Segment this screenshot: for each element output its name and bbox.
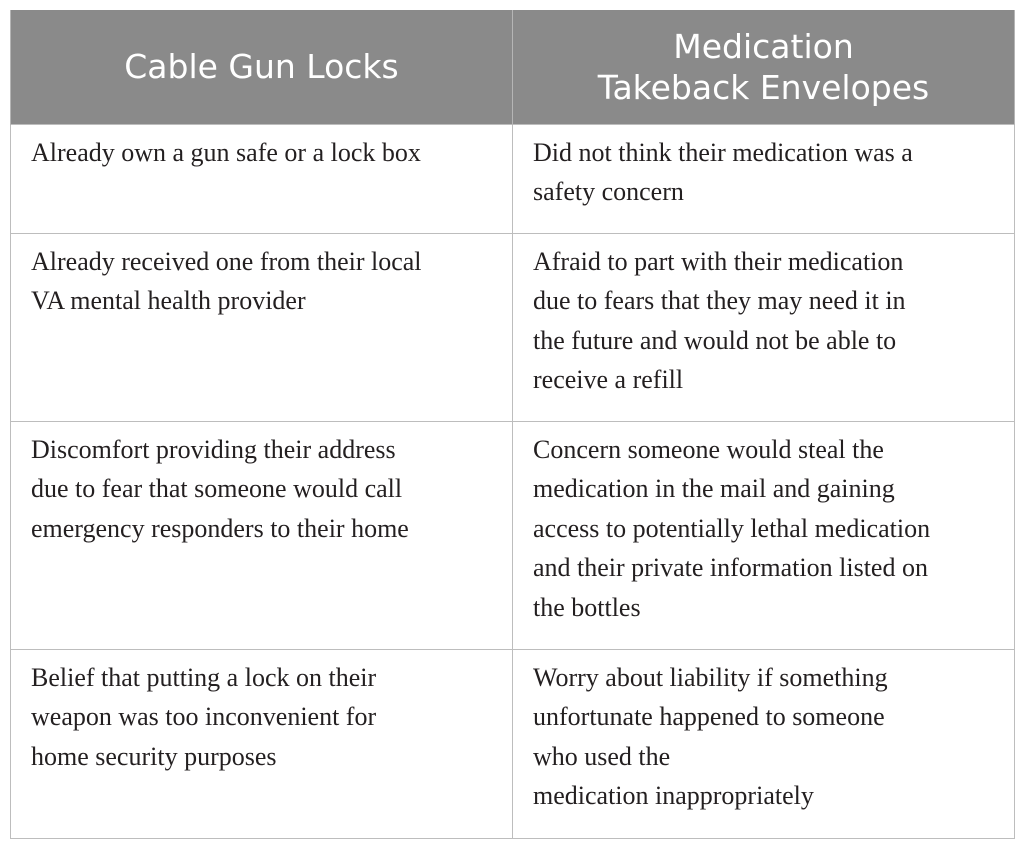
cell-line: weapon was too inconvenient for (31, 702, 377, 731)
table-cell-gun-locks: Discomfort providing their address due t… (10, 420, 513, 650)
cell-line: access to potentially lethal medication (533, 513, 931, 543)
header-line: Cable Gun Locks (124, 47, 399, 87)
cell-line: safety concern (533, 177, 684, 206)
cell-line: and their private information listed on (533, 553, 928, 582)
cell-line: who used the (533, 741, 671, 771)
table-cell-medication: Did not think their medication was a saf… (512, 123, 1015, 234)
cell-line: the bottles (533, 592, 641, 622)
cell-line: Already own a gun safe or a lock box (31, 137, 421, 167)
header-cable-gun-locks: Cable Gun Locks (10, 10, 513, 124)
cell-line: Already received one from their local (31, 246, 422, 276)
table-cell-medication: Concern someone would steal the medicati… (512, 420, 1015, 650)
cell-line: receive a refill (533, 365, 684, 394)
table-row: Already received one from their local VA… (10, 232, 1015, 422)
cell-line: home security purposes (31, 741, 277, 771)
cell-line: Discomfort providing their address (31, 434, 396, 464)
header-medication-takeback-envelopes: Medication Takeback Envelopes (512, 10, 1015, 124)
table-cell-medication: Afraid to part with their medication due… (512, 232, 1015, 422)
table-cell-medication: Worry about liability if something unfor… (512, 648, 1015, 839)
cell-line: Concern someone would steal the (533, 434, 884, 464)
table-row: Discomfort providing their address due t… (10, 420, 1015, 650)
header-line: Medication (673, 26, 854, 66)
table-header: Cable Gun Locks Medication Takeback Enve… (10, 10, 1015, 124)
table-row: Already own a gun safe or a lock box Did… (10, 123, 1015, 234)
table-cell-gun-locks: Belief that putting a lock on their weap… (10, 648, 513, 839)
table-cell-gun-locks: Already own a gun safe or a lock box (10, 123, 513, 234)
cell-line: medication inappropriately (533, 781, 814, 810)
cell-line: the future and would not be able to (533, 325, 897, 355)
cell-line: Did not think their medication was a (533, 137, 913, 167)
cell-line: unfortunate happened to someone (533, 702, 885, 731)
cell-line: due to fear that someone would call (31, 474, 403, 503)
reasons-table-container: Cable Gun Locks Medication Takeback Enve… (10, 10, 1015, 839)
reasons-table: Cable Gun Locks Medication Takeback Enve… (10, 10, 1015, 839)
cell-line: VA mental health provider (31, 286, 306, 315)
table-cell-gun-locks: Already received one from their local VA… (10, 232, 513, 422)
cell-line: Worry about liability if something (533, 662, 888, 692)
cell-line: due to fears that they may need it in (533, 286, 906, 315)
table-row: Belief that putting a lock on their weap… (10, 648, 1015, 839)
cell-line: Belief that putting a lock on their (31, 662, 377, 692)
header-row: Cable Gun Locks Medication Takeback Enve… (10, 10, 1015, 124)
cell-line: medication in the mail and gaining (533, 474, 895, 503)
cell-line: Afraid to part with their medication (533, 246, 904, 276)
header-line: Takeback Envelopes (597, 67, 930, 107)
cell-line: emergency responders to their home (31, 513, 409, 543)
table-body: Already own a gun safe or a lock box Did… (10, 123, 1015, 839)
